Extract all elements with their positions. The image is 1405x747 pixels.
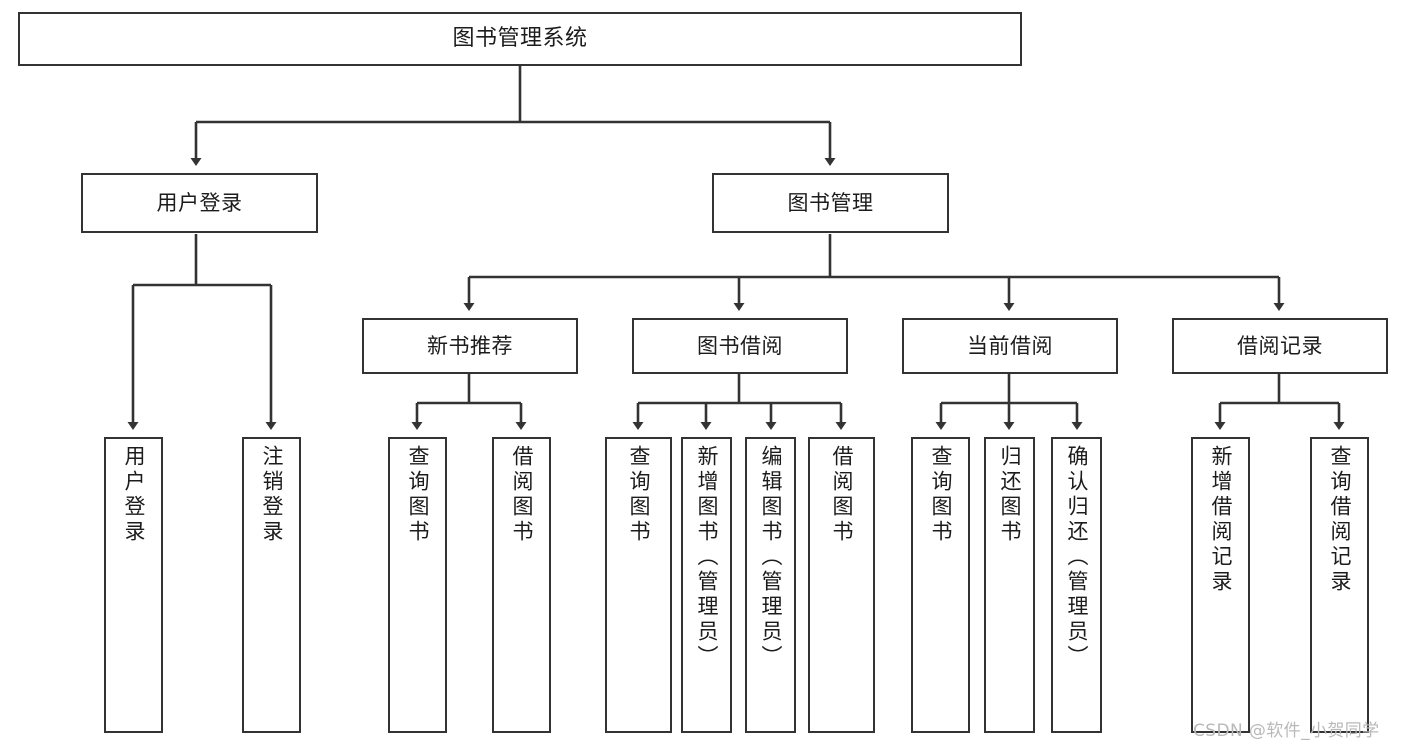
leaf-logout[interactable]: 注销登录 — [242, 437, 301, 733]
node-label: 查询图书 — [406, 445, 430, 545]
node-label: 查询图书 — [627, 445, 651, 545]
leaf-confirm-return-admin[interactable]: 确认归还（管理员） — [1051, 437, 1102, 733]
node-book-borrow[interactable]: 图书借阅 — [632, 318, 848, 374]
leaf-borrow-book[interactable]: 借阅图书 — [808, 437, 875, 733]
node-label: 注销登录 — [260, 445, 284, 545]
leaf-query-borrow-record[interactable]: 查询借阅记录 — [1310, 437, 1369, 733]
node-label: 新增借阅记录 — [1209, 445, 1233, 595]
node-label: 借阅图书 — [510, 445, 534, 545]
node-label: 借阅记录 — [1237, 333, 1323, 358]
leaf-user-login[interactable]: 用户登录 — [104, 437, 163, 733]
node-root-book-management-system[interactable]: 图书管理系统 — [18, 12, 1022, 66]
node-label: 编辑图书（管理员） — [759, 445, 783, 670]
node-label: 当前借阅 — [967, 333, 1053, 358]
node-label: 新书推荐 — [427, 333, 513, 358]
node-label: 用户登录 — [156, 190, 243, 215]
node-label: 图书管理 — [787, 190, 874, 215]
leaf-query-book-borrow[interactable]: 查询图书 — [605, 437, 672, 733]
node-current-borrow[interactable]: 当前借阅 — [902, 318, 1118, 374]
node-label: 新增图书（管理员） — [695, 445, 719, 670]
leaf-edit-book-admin[interactable]: 编辑图书（管理员） — [745, 437, 796, 733]
leaf-query-book-current[interactable]: 查询图书 — [911, 437, 970, 733]
node-label: 归还图书 — [998, 445, 1022, 545]
node-label: 查询图书 — [929, 445, 953, 545]
leaf-add-book-admin[interactable]: 新增图书（管理员） — [681, 437, 732, 733]
node-label: 确认归还（管理员） — [1065, 445, 1089, 670]
csdn-watermark: CSDN @软件_小贺同学 — [1193, 721, 1380, 741]
node-new-book-recommendation[interactable]: 新书推荐 — [362, 318, 578, 374]
leaf-borrow-book-recommend[interactable]: 借阅图书 — [492, 437, 551, 733]
node-label: 借阅图书 — [830, 445, 854, 545]
node-label: 查询借阅记录 — [1328, 445, 1352, 595]
node-label: 图书管理系统 — [452, 26, 588, 52]
node-book-management[interactable]: 图书管理 — [712, 173, 949, 233]
node-label: 图书借阅 — [697, 333, 783, 358]
node-borrow-records[interactable]: 借阅记录 — [1172, 318, 1388, 374]
leaf-return-book[interactable]: 归还图书 — [984, 437, 1035, 733]
leaf-query-book-recommend[interactable]: 查询图书 — [388, 437, 447, 733]
node-user-login[interactable]: 用户登录 — [81, 173, 318, 233]
leaf-add-borrow-record[interactable]: 新增借阅记录 — [1191, 437, 1250, 733]
node-label: 用户登录 — [122, 445, 146, 545]
